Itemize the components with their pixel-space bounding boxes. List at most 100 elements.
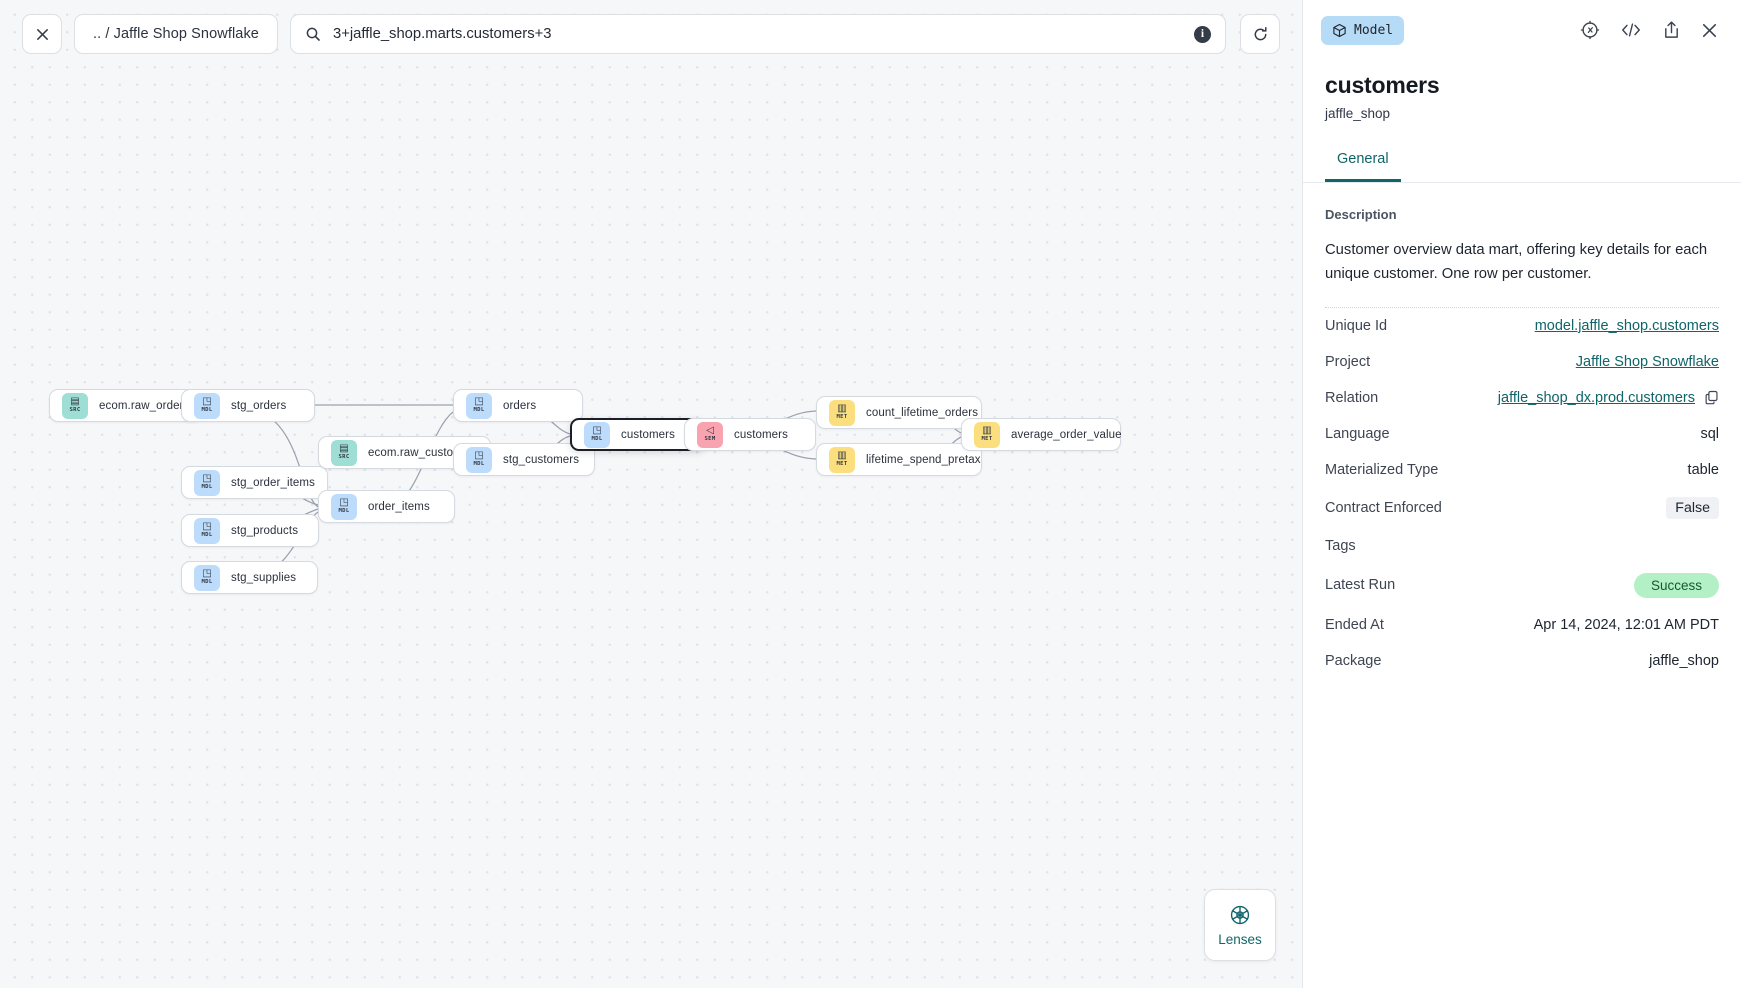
mdl-type-icon: ◳MDL: [194, 517, 220, 544]
field-ended-at: Ended At Apr 14, 2024, 12:01 AM PDT: [1325, 607, 1719, 643]
field-label: Project: [1325, 353, 1371, 370]
met-type-icon: ▥MET: [829, 399, 855, 426]
panel-content: Description Customer overview data mart,…: [1303, 183, 1741, 988]
compass-icon[interactable]: [1575, 20, 1605, 40]
graph-node-ecom_raw_orders[interactable]: ▤SRC ecom.raw_orders: [49, 389, 203, 422]
graph-node-label: orders: [503, 399, 537, 412]
close-button[interactable]: [22, 14, 62, 54]
materialized-value: table: [1687, 461, 1719, 478]
graph-node-avg_order_value[interactable]: ▥MET average_order_value: [961, 418, 1121, 451]
aperture-icon: [1229, 904, 1251, 926]
close-icon: [35, 27, 50, 42]
graph-node-label: stg_customers: [503, 453, 580, 466]
code-icon[interactable]: [1615, 20, 1647, 40]
graph-node-label: lifetime_spend_pretax: [866, 453, 981, 466]
mdl-type-icon: ◳MDL: [331, 493, 357, 520]
field-language: Language sql: [1325, 416, 1719, 452]
unique-id-link[interactable]: model.jaffle_shop.customers: [1534, 317, 1719, 334]
src-type-icon: ▤SRC: [331, 439, 357, 466]
contract-value-chip: False: [1666, 496, 1719, 519]
mdl-type-icon: ◳MDL: [466, 392, 492, 419]
graph-node-label: stg_orders: [231, 399, 287, 412]
mdl-type-icon: ◳MDL: [194, 392, 220, 419]
info-icon[interactable]: i: [1194, 25, 1211, 43]
field-label: Tags: [1325, 537, 1356, 554]
field-unique-id: Unique Id model.jaffle_shop.customers: [1325, 308, 1719, 344]
resource-type-badge[interactable]: Model: [1321, 15, 1405, 45]
field-package: Package jaffle_shop: [1325, 643, 1719, 679]
field-label: Relation: [1325, 389, 1379, 406]
section-divider: [1325, 306, 1719, 308]
graph-node-label: customers: [734, 428, 788, 441]
copy-icon[interactable]: [1704, 390, 1719, 405]
refresh-button[interactable]: [1240, 14, 1280, 54]
breadcrumb-label: .. / Jaffle Shop Snowflake: [93, 26, 259, 42]
graph-node-label: stg_order_items: [231, 476, 315, 489]
graph-node-count_lifetime[interactable]: ▥MET count_lifetime_orders: [816, 396, 982, 429]
graph-node-customers_sem[interactable]: ◁SEM customers: [684, 418, 816, 451]
mdl-type-icon: ◳MDL: [194, 564, 220, 591]
details-panel: Model: [1302, 0, 1741, 988]
field-label: Package: [1325, 652, 1382, 669]
graph-node-order_items[interactable]: ◳MDL order_items: [318, 490, 455, 523]
graph-node-stg_customers[interactable]: ◳MDL stg_customers: [453, 443, 595, 476]
resource-type-label: Model: [1354, 22, 1394, 38]
panel-toolbar: Model: [1303, 0, 1741, 60]
refresh-icon: [1252, 26, 1269, 43]
field-relation: Relation jaffle_shop_dx.prod.customers: [1325, 380, 1719, 416]
panel-header: customers jaffle_shop: [1303, 60, 1741, 121]
status-badge: Success: [1633, 572, 1719, 598]
field-latest-run: Latest Run Success: [1325, 564, 1719, 607]
field-contract-enforced: Contract Enforced False: [1325, 488, 1719, 528]
share-icon[interactable]: [1657, 20, 1686, 40]
graph-node-stg_supplies[interactable]: ◳MDL stg_supplies: [181, 561, 318, 594]
graph-node-stg_orders[interactable]: ◳MDL stg_orders: [181, 389, 315, 422]
breadcrumb[interactable]: .. / Jaffle Shop Snowflake: [74, 14, 278, 54]
page-title: customers: [1325, 72, 1440, 98]
language-value: sql: [1700, 425, 1719, 442]
panel-close-icon[interactable]: [1696, 22, 1723, 39]
graph-node-label: customers: [621, 428, 675, 441]
canvas-toolbar: .. / Jaffle Shop Snowflake 3+jaffle_shop…: [0, 0, 1302, 68]
graph-node-label: average_order_value: [1011, 428, 1122, 441]
package-value: jaffle_shop: [1649, 652, 1719, 669]
cube-icon: [1332, 23, 1347, 38]
graph-node-lifetime_spend[interactable]: ▥MET lifetime_spend_pretax: [816, 443, 982, 476]
mdl-type-icon: ◳MDL: [466, 446, 492, 473]
tab-general[interactable]: General: [1325, 151, 1401, 182]
graph-node-label: ecom.raw_orders: [99, 399, 190, 412]
src-type-icon: ▤SRC: [62, 392, 88, 419]
lenses-label: Lenses: [1218, 931, 1262, 947]
lenses-button[interactable]: Lenses: [1204, 889, 1276, 961]
met-type-icon: ▥MET: [974, 421, 1000, 448]
field-tags: Tags: [1325, 528, 1719, 564]
panel-tabs: General: [1303, 151, 1741, 183]
lineage-canvas[interactable]: .. / Jaffle Shop Snowflake 3+jaffle_shop…: [0, 0, 1302, 988]
lineage-graph: ▤SRC ecom.raw_orders ◳MDL stg_orders ◳MDL stg…: [49, 389, 1121, 594]
search-query-value: 3+jaffle_shop.marts.customers+3: [332, 26, 552, 42]
relation-link[interactable]: jaffle_shop_dx.prod.customers: [1497, 389, 1695, 406]
field-label: Latest Run: [1325, 577, 1396, 594]
sem-type-icon: ◁SEM: [697, 421, 723, 448]
graph-node-label: count_lifetime_orders: [866, 406, 979, 419]
graph-node-label: stg_products: [231, 524, 299, 537]
description-label: Description: [1325, 207, 1397, 222]
graph-node-label: order_items: [368, 500, 430, 513]
graph-node-stg_order_items[interactable]: ◳MDL stg_order_items: [181, 466, 328, 499]
mdl-type-icon: ◳MDL: [584, 421, 610, 448]
field-project: Project Jaffle Shop Snowflake: [1325, 344, 1719, 380]
graph-node-label: stg_supplies: [231, 571, 297, 584]
search-input[interactable]: 3+jaffle_shop.marts.customers+3 i: [289, 14, 1226, 54]
field-label: Materialized Type: [1325, 461, 1439, 478]
graph-node-stg_products[interactable]: ◳MDL stg_products: [181, 514, 319, 547]
field-label: Language: [1325, 425, 1390, 442]
page-subtitle: jaffle_shop: [1325, 106, 1391, 121]
met-type-icon: ▥MET: [829, 446, 855, 473]
graph-node-orders[interactable]: ◳MDL orders: [453, 389, 583, 422]
project-link[interactable]: Jaffle Shop Snowflake: [1575, 353, 1719, 370]
field-label: Ended At: [1325, 616, 1384, 633]
ended-at-value: Apr 14, 2024, 12:01 AM PDT: [1533, 616, 1719, 633]
mdl-type-icon: ◳MDL: [194, 469, 220, 496]
field-label: Unique Id: [1325, 317, 1388, 334]
